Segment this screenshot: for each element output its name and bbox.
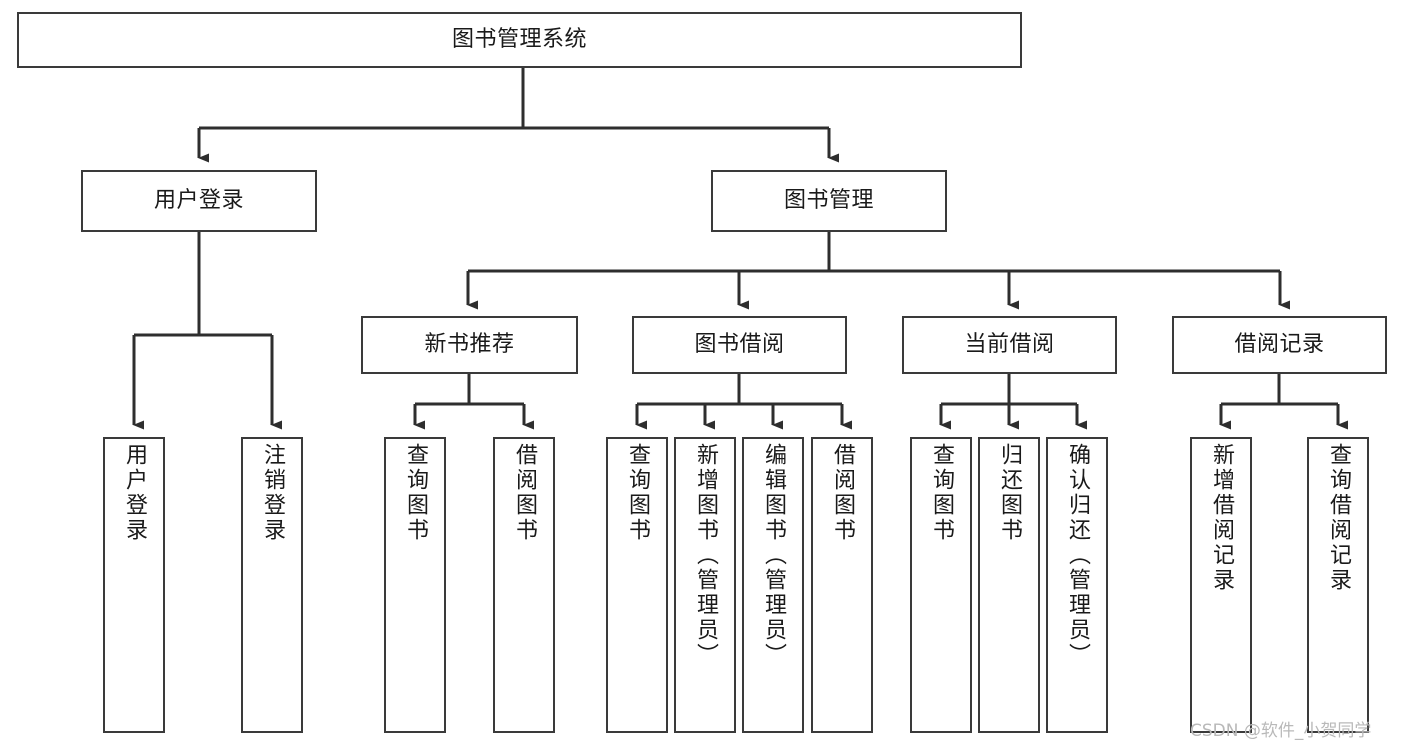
node-label: 注销登录 <box>260 443 285 543</box>
watermark-text: CSDN @软件_小贺同学 <box>1190 721 1372 741</box>
node-label: 归还图书 <box>997 443 1022 543</box>
leaf-new-book-query[interactable]: 查询图书 <box>384 437 446 733</box>
leaf-user-login-signin[interactable]: 用户登录 <box>103 437 165 733</box>
node-label: 查询图书 <box>403 443 428 543</box>
node-current-borrowing[interactable]: 当前借阅 <box>902 316 1117 374</box>
node-label: 图书管理 <box>783 188 874 214</box>
node-label: 新增借阅记录 <box>1209 443 1234 593</box>
node-label: 新书推荐 <box>424 332 515 358</box>
node-label: 用户登录 <box>122 443 147 543</box>
node-borrowing-records[interactable]: 借阅记录 <box>1172 316 1387 374</box>
node-label: 借阅记录 <box>1234 332 1325 358</box>
node-label: 用户登录 <box>153 188 244 214</box>
node-label: 图书管理系统 <box>451 27 587 53</box>
leaf-record-query-borrow-record[interactable]: 查询借阅记录 <box>1307 437 1369 733</box>
leaf-current-query-book[interactable]: 查询图书 <box>910 437 972 733</box>
node-label: 借阅图书 <box>830 443 855 543</box>
node-label: 图书借阅 <box>694 332 785 358</box>
node-label: 查询图书 <box>929 443 954 543</box>
node-book-borrowing[interactable]: 图书借阅 <box>632 316 847 374</box>
node-user-login[interactable]: 用户登录 <box>81 170 317 232</box>
node-root-book-management-system[interactable]: 图书管理系统 <box>17 12 1022 68</box>
leaf-current-return-book[interactable]: 归还图书 <box>978 437 1040 733</box>
node-label: 编辑图书（管理员） <box>761 443 786 668</box>
node-label: 当前借阅 <box>964 332 1055 358</box>
node-book-management[interactable]: 图书管理 <box>711 170 947 232</box>
node-label: 新增图书（管理员） <box>693 443 718 668</box>
leaf-new-book-borrow[interactable]: 借阅图书 <box>493 437 555 733</box>
leaf-user-login-signout[interactable]: 注销登录 <box>241 437 303 733</box>
leaf-borrow-edit-book-admin[interactable]: 编辑图书（管理员） <box>742 437 804 733</box>
node-label: 借阅图书 <box>512 443 537 543</box>
node-label: 查询图书 <box>625 443 650 543</box>
leaf-borrow-query-book[interactable]: 查询图书 <box>606 437 668 733</box>
node-new-book-recommendation[interactable]: 新书推荐 <box>361 316 578 374</box>
leaf-current-confirm-return-admin[interactable]: 确认归还（管理员） <box>1046 437 1108 733</box>
leaf-borrow-add-book-admin[interactable]: 新增图书（管理员） <box>674 437 736 733</box>
leaf-borrow-borrow-book[interactable]: 借阅图书 <box>811 437 873 733</box>
node-label: 查询借阅记录 <box>1326 443 1351 593</box>
leaf-record-add-borrow-record[interactable]: 新增借阅记录 <box>1190 437 1252 733</box>
node-label: 确认归还（管理员） <box>1065 443 1090 668</box>
